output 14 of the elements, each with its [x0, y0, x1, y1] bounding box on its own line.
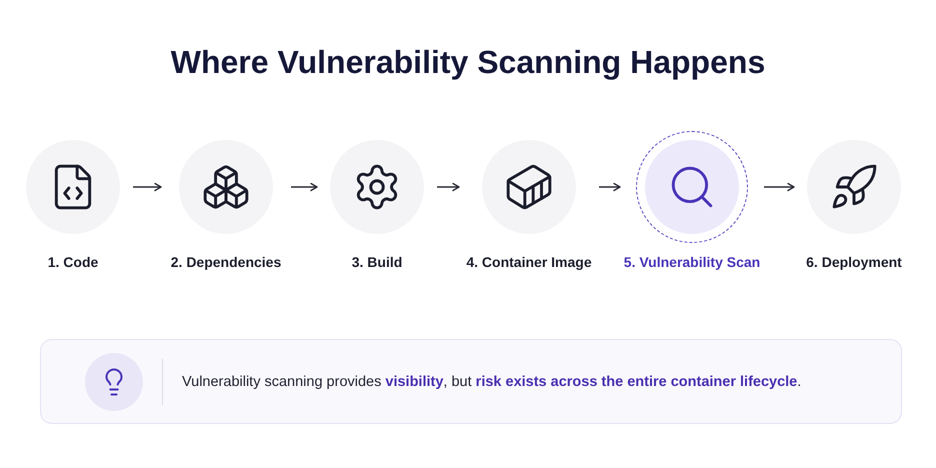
- step-label: 5. Vulnerability Scan: [624, 253, 760, 271]
- step-label: 4. Container Image: [466, 253, 592, 271]
- step-label: 6. Deployment: [806, 253, 902, 271]
- arrow: [437, 182, 460, 192]
- arrow: [764, 182, 795, 192]
- note-card: [40, 339, 902, 424]
- step-label: 1. Code: [48, 253, 98, 271]
- step-label: 3. Build: [352, 253, 402, 271]
- step-label: 2. Dependencies: [170, 253, 282, 271]
- arrow: [133, 182, 162, 192]
- arrow: [599, 182, 621, 192]
- note-text: Vulnerability scanning provides visibility, but risk exists across the entire container lifecycle.: [182, 372, 802, 392]
- arrow: [291, 182, 318, 192]
- diagram-title: Where Vulnerability Scanning Happens: [170, 43, 766, 82]
